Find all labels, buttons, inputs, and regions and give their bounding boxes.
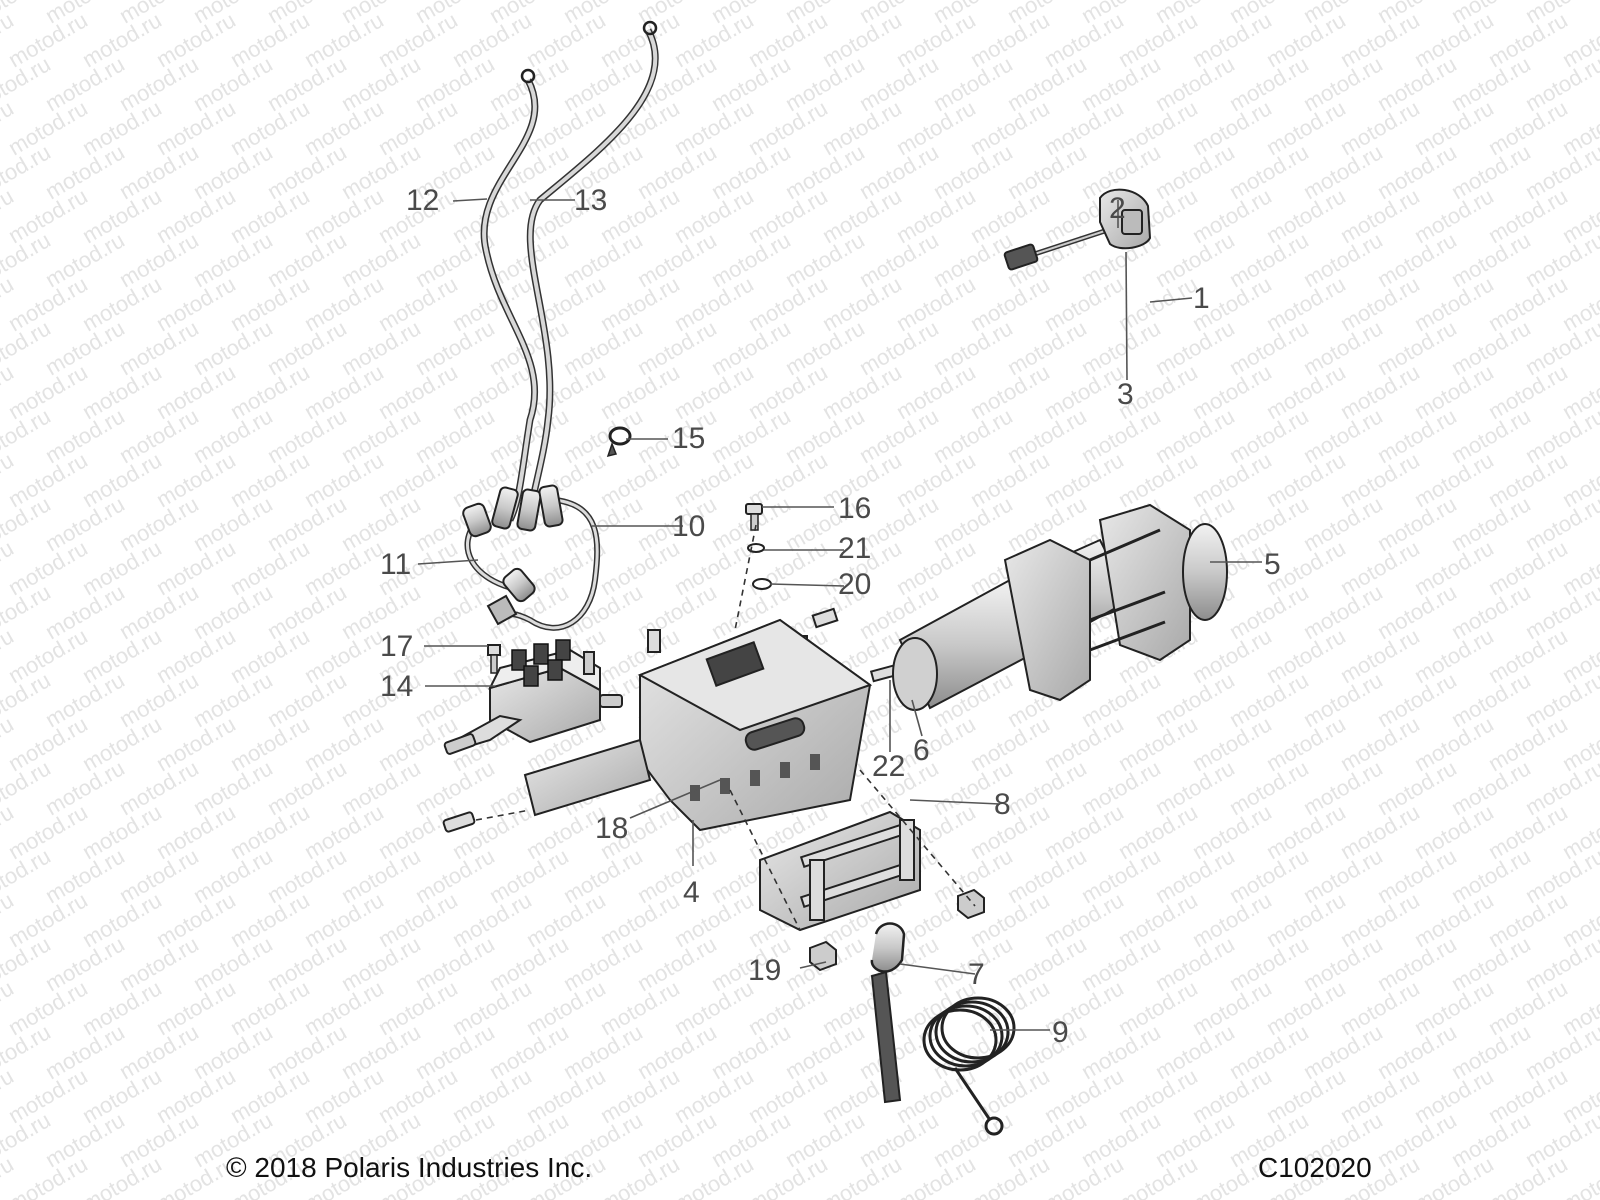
callout-12: 12 xyxy=(406,184,439,217)
callout-5: 5 xyxy=(1264,548,1281,581)
callout-11: 11 xyxy=(380,548,411,581)
callout-21: 21 xyxy=(838,532,871,565)
callout-3: 3 xyxy=(1117,378,1134,411)
callout-15: 15 xyxy=(672,422,705,455)
callout-8: 8 xyxy=(994,788,1011,821)
callout-17: 17 xyxy=(380,630,413,663)
callout-13: 13 xyxy=(574,184,607,217)
callout-19: 19 xyxy=(748,954,781,987)
callout-20: 20 xyxy=(838,568,871,601)
callout-7: 7 xyxy=(968,958,985,991)
callout-1: 1 xyxy=(1193,282,1210,315)
clip-15 xyxy=(606,426,632,458)
flat-washer-20 xyxy=(752,578,772,590)
watermark-text: motod.ru xyxy=(1595,0,1600,28)
callout-6: 6 xyxy=(913,734,930,767)
callout-4: 4 xyxy=(683,876,700,909)
callout-22: 22 xyxy=(872,750,905,783)
copyright-notice: © 2018 Polaris Industries Inc. xyxy=(226,1152,593,1183)
callout-9: 9 xyxy=(1052,1016,1069,1049)
callout-14: 14 xyxy=(380,670,413,703)
callout-16: 16 xyxy=(838,492,871,525)
callout-2: 2 xyxy=(1109,192,1126,225)
callout-10: 10 xyxy=(672,510,705,543)
drawing-number: C102020 xyxy=(1258,1152,1372,1183)
callout-18: 18 xyxy=(595,812,628,845)
